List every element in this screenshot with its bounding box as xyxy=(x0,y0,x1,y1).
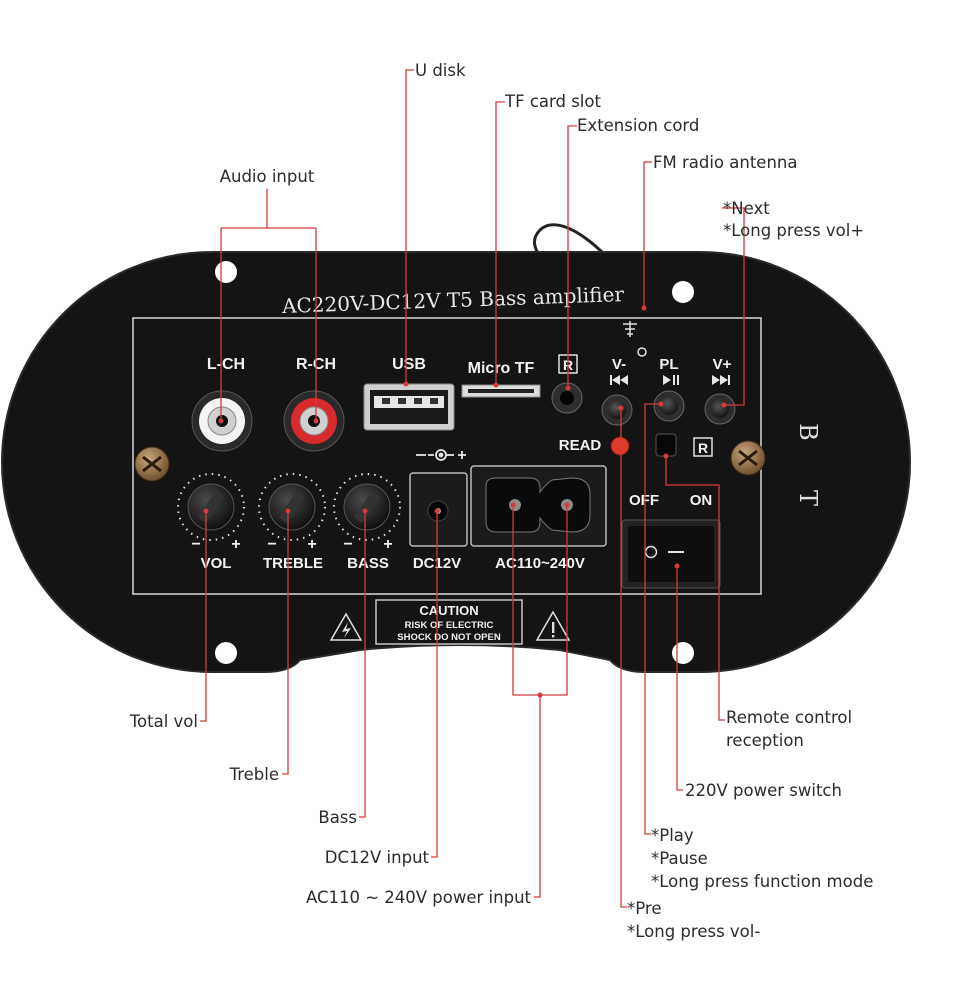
svg-text:SHOCK DO NOT OPEN: SHOCK DO NOT OPEN xyxy=(397,632,501,643)
ir-receiver xyxy=(655,433,677,457)
callout-play-2: *Pause xyxy=(651,849,708,868)
prev-button[interactable] xyxy=(601,394,633,426)
treble-plus: + xyxy=(307,536,316,553)
off-label: OFF xyxy=(629,492,659,509)
bolt-right xyxy=(730,440,766,476)
next-button[interactable] xyxy=(704,393,736,425)
exclamation-warning-icon xyxy=(535,610,571,641)
power-rocker-switch[interactable] xyxy=(621,519,721,589)
vol-plus: + xyxy=(231,536,240,553)
treble-minus: − xyxy=(267,536,276,553)
bass-plus: + xyxy=(383,536,392,553)
usb-port[interactable] xyxy=(363,383,455,431)
usb-label: USB xyxy=(392,356,426,373)
callout-tf-card-slot: TF card slot xyxy=(504,92,601,111)
callout-total-vol: Total vol xyxy=(129,712,198,731)
treble-knob[interactable] xyxy=(258,473,326,541)
callout-dc12v-input: DC12V input xyxy=(325,848,430,867)
callout-play-1: *Play xyxy=(651,826,694,845)
on-label: ON xyxy=(690,492,713,509)
extension-jack[interactable] xyxy=(551,382,583,414)
callout-bass: Bass xyxy=(318,808,357,827)
vol-minus: − xyxy=(191,536,200,553)
read-led xyxy=(610,436,630,456)
mount-hole-tr xyxy=(672,281,694,303)
callout-remote-2: reception xyxy=(726,731,804,750)
callout-power-switch: 220V power switch xyxy=(685,781,842,800)
mount-hole-br xyxy=(672,642,694,664)
play-button[interactable] xyxy=(653,390,685,422)
bolt-left xyxy=(134,446,170,482)
bt-letter-t: T xyxy=(794,490,822,506)
ac-power-socket[interactable] xyxy=(470,465,607,547)
leader-lines xyxy=(200,69,745,908)
callout-audio-input: Audio input xyxy=(220,167,315,186)
callout-pre-2: *Long press vol- xyxy=(627,922,760,941)
callout-pre-1: *Pre xyxy=(627,899,661,918)
callout-fm-antenna: FM radio antenna xyxy=(653,153,797,172)
callout-extension-cord: Extension cord xyxy=(577,116,699,135)
shock-warning-icon xyxy=(329,612,363,641)
mount-hole-bl xyxy=(215,642,237,664)
callout-play-3: *Long press function mode xyxy=(651,872,873,891)
treble-label: TREBLE xyxy=(263,555,323,572)
callout-remote-1: Remote control xyxy=(726,708,852,727)
bass-label: BASS xyxy=(347,555,389,572)
callout-next-1: *Next xyxy=(723,199,770,218)
rca-jack-left[interactable] xyxy=(191,390,253,452)
antenna-grommet xyxy=(637,347,647,357)
antenna-icon xyxy=(623,321,637,337)
dc-polarity-icon xyxy=(416,449,466,461)
vol-label: VOL xyxy=(201,555,232,572)
micro-tf-label: Micro TF xyxy=(468,360,535,377)
ir-r-mark: R xyxy=(698,440,708,456)
play-pause-icon xyxy=(663,375,679,385)
lch-label: L-CH xyxy=(207,356,245,373)
v-plus-label: V+ xyxy=(713,356,732,373)
next-icon xyxy=(712,375,730,385)
ac-label: AC110~240V xyxy=(495,555,585,572)
pl-label: PL xyxy=(659,356,678,373)
callout-treble: Treble xyxy=(229,765,279,784)
bt-letter-b: B xyxy=(794,423,822,441)
callout-next-2: *Long press vol+ xyxy=(723,221,864,240)
callout-ac-input: AC110 ~ 240V power input xyxy=(306,888,532,907)
bass-knob[interactable] xyxy=(333,473,401,541)
prev-icon xyxy=(610,375,628,385)
svg-text:RISK OF ELECTRIC: RISK OF ELECTRIC xyxy=(405,620,494,631)
read-label: READ xyxy=(559,437,602,454)
caution-box: CAUTION RISK OF ELECTRIC SHOCK DO NOT OP… xyxy=(375,599,523,645)
v-minus-label: V- xyxy=(612,356,626,373)
mount-hole-tl xyxy=(215,261,237,283)
callout-u-disk: U disk xyxy=(415,61,466,80)
svg-text:CAUTION: CAUTION xyxy=(419,603,478,618)
vol-knob[interactable] xyxy=(177,473,245,541)
bass-minus: − xyxy=(343,536,352,553)
ir-r-mark-box xyxy=(693,437,713,457)
